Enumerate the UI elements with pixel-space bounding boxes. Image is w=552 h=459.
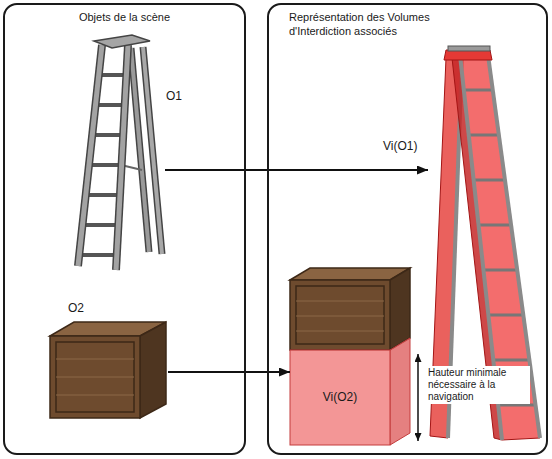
- ladder-rung: [479, 224, 512, 227]
- ladder-top: [94, 35, 150, 48]
- volume-box: Vi(O2): [290, 350, 390, 445]
- crate-top: [290, 268, 410, 280]
- panel-title: Représentation des Volumes d'Interdictio…: [289, 11, 479, 39]
- volume-side: [390, 338, 410, 445]
- ladder-rail: [116, 45, 128, 270]
- volume-label: Vi(O1): [383, 139, 417, 154]
- ladder-rail: [78, 45, 102, 266]
- ladder-rung: [92, 133, 123, 137]
- ladder-rail: [131, 48, 149, 252]
- object-figure: O2: [48, 320, 168, 420]
- ladder-rung: [96, 103, 125, 107]
- crate-frame: [56, 342, 134, 412]
- ladder-rung: [488, 314, 523, 317]
- crate-frame: [296, 286, 384, 344]
- crate-volume-figure: [290, 268, 410, 445]
- panel-title: Objets de la scène: [5, 11, 244, 25]
- crate-plank: [296, 316, 384, 317]
- crate-front: [50, 336, 140, 418]
- ladder-figure: [78, 35, 162, 270]
- crate-side: [390, 268, 410, 350]
- ladder-rung: [99, 73, 127, 77]
- volume-top: [444, 50, 492, 60]
- ladder-rung: [79, 253, 117, 257]
- ladder-rung: [474, 179, 505, 182]
- crate-side: [140, 322, 166, 418]
- crate-plank: [296, 331, 384, 332]
- scene-panel: Objets de la scèneO1O2: [3, 3, 246, 455]
- ladder-rung: [83, 223, 119, 227]
- crate-plank: [56, 395, 134, 396]
- object-label: O2: [68, 301, 84, 316]
- ladder-rung: [493, 359, 529, 362]
- dimension-label: Hauteur minimale nécessaire à la navigat…: [426, 366, 530, 404]
- crate-plank: [56, 377, 134, 378]
- volume-front: [290, 350, 390, 445]
- ladder-rail: [143, 47, 162, 254]
- crate-plank: [56, 359, 134, 360]
- object-figure: O1: [75, 36, 165, 272]
- ladder-rung: [484, 269, 518, 272]
- dimension-arrow: [417, 354, 419, 441]
- crate-front: [290, 280, 390, 350]
- ladder-rail: [131, 48, 149, 252]
- ladder-rail: [143, 47, 162, 254]
- ladder-spreader: [121, 165, 142, 170]
- ladder-rung: [86, 193, 120, 197]
- ladder-rail: [78, 45, 102, 266]
- volume-label: Vi(O2): [323, 390, 357, 405]
- crate-plank: [296, 301, 384, 302]
- ladder-rail: [116, 45, 128, 270]
- crate-top: [50, 322, 166, 336]
- connector-arrow: [165, 169, 428, 171]
- ladder-top: [448, 46, 490, 51]
- crate-figure: [50, 322, 166, 418]
- ladder-rung: [464, 89, 493, 92]
- connector-arrow: [168, 371, 290, 373]
- object-label: O1: [166, 89, 182, 104]
- ladder-rung: [89, 163, 122, 167]
- ladder-rung: [469, 134, 499, 137]
